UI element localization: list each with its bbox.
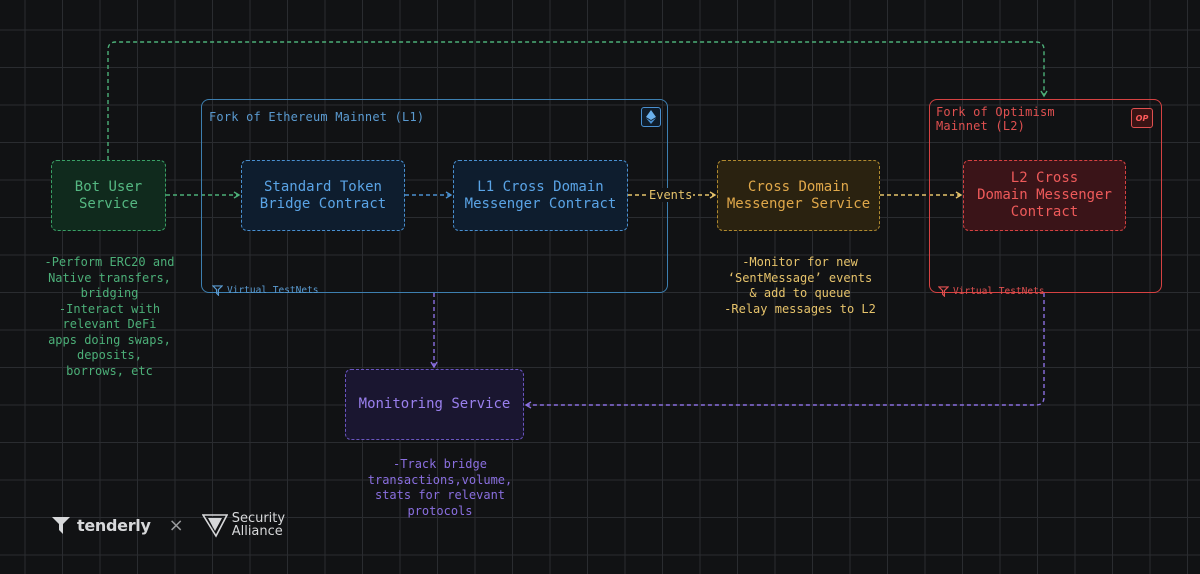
cdm-notes: -Monitor for new ‘SentMessage’ events & … — [724, 255, 876, 316]
cdm-line-2: Messenger Service — [726, 195, 871, 212]
l2-messenger-line-1: L2 Cross — [1010, 170, 1079, 186]
bot-line-1: Bot User — [74, 178, 143, 195]
l1-messenger-line-2: Messenger Contract — [464, 195, 617, 212]
l1-footer-label: Virtual TestNets — [227, 285, 319, 296]
security-alliance-icon — [201, 514, 228, 538]
events-edge-label: Events — [648, 188, 694, 202]
optimism-badge: OP — [1131, 108, 1153, 128]
tenderly-icon — [212, 285, 223, 296]
security-line-1: Security — [231, 511, 286, 526]
bot-notes: -Perform ERC20 and Native transfers, bri… — [44, 255, 175, 378]
monitoring-service-node: Monitoring Service — [345, 369, 524, 440]
l2-region — [929, 99, 1162, 293]
tenderly-logo: tenderly — [50, 514, 151, 536]
ethereum-icon — [641, 107, 661, 127]
logo-separator: × — [168, 514, 184, 536]
l2-region-title: Fork of Optimism Mainnet (L2) — [936, 105, 1055, 133]
edge-bot-to-l2 — [107, 41, 1048, 160]
bridge-line-2: Bridge Contract — [259, 195, 387, 212]
l2-title-line-1: Fork of Optimism — [936, 105, 1055, 119]
cdm-line-1: Cross Domain — [747, 178, 850, 195]
security-line-2: Alliance — [231, 524, 283, 539]
tenderly-wordmark: tenderly — [77, 515, 151, 535]
footer-logos: tenderly × Security Alliance — [50, 512, 285, 538]
l2-title-line-2: Mainnet (L2) — [936, 119, 1026, 133]
optimism-badge-label: OP — [1135, 113, 1149, 123]
l2-messenger-line-2: Domain Messenger — [977, 187, 1112, 203]
bot-line-2: Service — [78, 195, 138, 212]
l2-messenger-line-3: Contract — [1010, 204, 1079, 220]
bridge-line-1: Standard Token — [263, 178, 382, 195]
security-alliance-logo: Security Alliance — [201, 511, 286, 539]
l1-virtual-testnets: Virtual TestNets — [212, 285, 319, 296]
monitoring-notes: -Track bridge transactions,volume, stats… — [367, 457, 513, 518]
monitoring-label: Monitoring Service — [358, 396, 511, 412]
l2-footer-label: Virtual TestNets — [953, 286, 1045, 297]
l1-region-title: Fork of Ethereum Mainnet (L1) — [209, 110, 425, 124]
l1-messenger-line-1: L1 Cross Domain — [477, 178, 604, 195]
tenderly-logo-icon — [52, 517, 70, 534]
l2-virtual-testnets: Virtual TestNets — [938, 286, 1045, 297]
tenderly-icon — [938, 286, 949, 297]
